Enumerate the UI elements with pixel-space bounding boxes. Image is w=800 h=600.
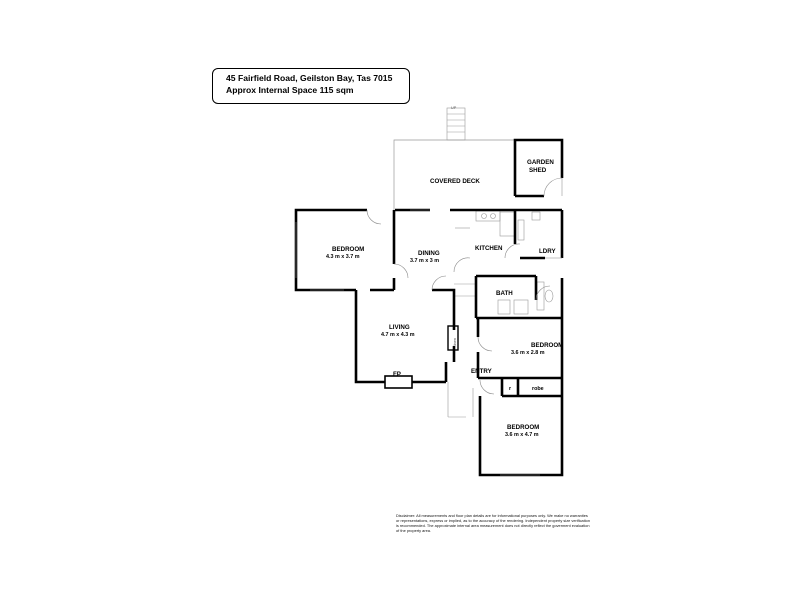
shed-door [543, 177, 563, 197]
fireplace-label: FP [393, 371, 401, 378]
covered-deck-outline [393, 139, 515, 210]
bedroom-south-dims: 3.6 m x 4.7 m [505, 432, 539, 438]
deck-stairs [446, 107, 466, 141]
garden-shed-label-2: SHED [529, 167, 547, 174]
fireplace [384, 375, 413, 389]
windows [295, 209, 562, 476]
door-swings [366, 209, 551, 395]
property-header: 45 Fairfield Road, Geilston Bay, Tas 701… [212, 68, 410, 104]
entry-label: ENTRY [471, 368, 493, 375]
bath-label: BATH [496, 290, 513, 297]
garden-shed-label-1: GARDEN [527, 159, 554, 166]
dining-dims: 3.7 m x 3 m [410, 258, 439, 264]
bedroom-west-dims: 4.3 m x 3.7 m [326, 254, 360, 260]
disclaimer: Disclaimer: All measurements and floor p… [396, 513, 590, 533]
linen-cupboard [447, 325, 459, 351]
bedroom-mid-label: BEDROOM [531, 342, 563, 349]
covered-deck-label: COVERED DECK [430, 178, 480, 185]
property-address: 45 Fairfield Road, Geilston Bay, Tas 701… [226, 73, 393, 83]
living-label: LIVING [389, 324, 410, 331]
living-dims: 4.7 m x 4.3 m [381, 332, 415, 338]
linen-label: linen [453, 338, 457, 346]
kitchen-label: KITCHEN [475, 245, 503, 252]
bedroom-mid-dims: 3.6 m x 2.8 m [511, 350, 545, 356]
laundry-label: LDRY [539, 248, 556, 255]
robe-label: robe [532, 386, 544, 392]
bedroom-west-label: BEDROOM [332, 246, 364, 253]
bedroom-south-label: BEDROOM [507, 424, 539, 431]
robe-small-label: r [509, 386, 512, 392]
dining-label: DINING [418, 250, 440, 257]
stairs-label: UP [451, 106, 457, 110]
garden-shed-walls [513, 138, 564, 198]
internal-area: Approx Internal Space 115 sqm [226, 85, 354, 95]
